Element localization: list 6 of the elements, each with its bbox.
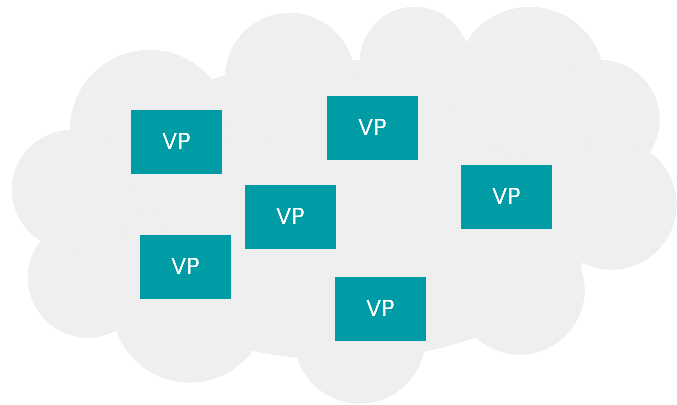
process-box: VP [131,110,222,174]
process-box: VP [140,235,231,299]
process-box: VP [245,185,336,249]
process-box: VP [461,165,552,229]
process-box: VP [327,96,418,160]
process-box: VP [335,277,426,341]
